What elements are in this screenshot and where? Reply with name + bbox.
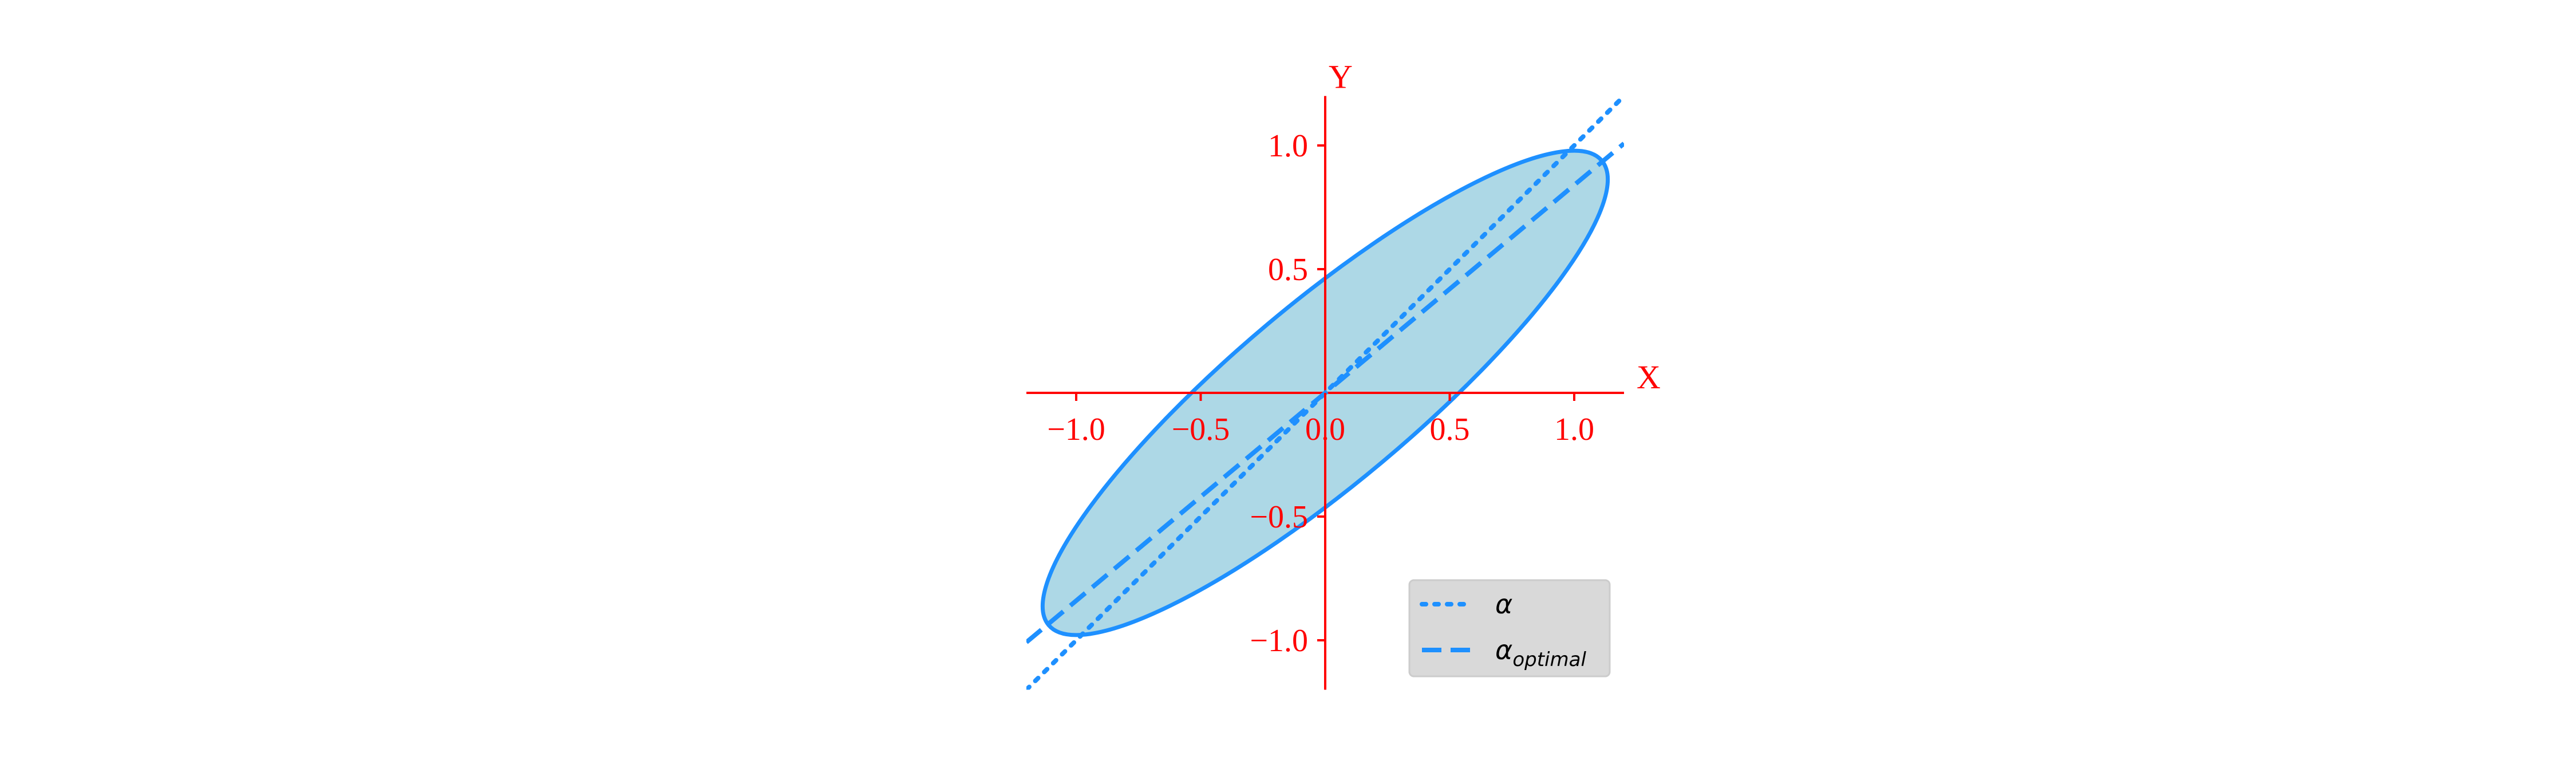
y-tick-label: 1.0 — [1268, 128, 1308, 164]
legend: α αoptimal — [1408, 579, 1611, 677]
x-tick-label: −0.5 — [1172, 412, 1230, 447]
y-tick-label: −0.5 — [1250, 499, 1308, 535]
legend-label: αoptimal — [1495, 635, 1586, 671]
x-tick-label: 0.0 — [1305, 412, 1345, 447]
x-axis-label: X — [1637, 359, 1661, 396]
y-tick-label: 0.5 — [1268, 252, 1308, 287]
x-tick-label: −1.0 — [1047, 412, 1105, 447]
y-axis-label: Y — [1329, 58, 1353, 96]
x-tick-label: 0.5 — [1430, 412, 1470, 447]
ticks-layer: −1.0 −0.5 0.0 0.5 1.0 −1.0 −0.5 0.5 1.0 — [1047, 128, 1594, 659]
y-tick-label: −1.0 — [1250, 623, 1308, 659]
legend-label: α — [1495, 589, 1512, 620]
x-tick-label: 1.0 — [1554, 412, 1594, 447]
